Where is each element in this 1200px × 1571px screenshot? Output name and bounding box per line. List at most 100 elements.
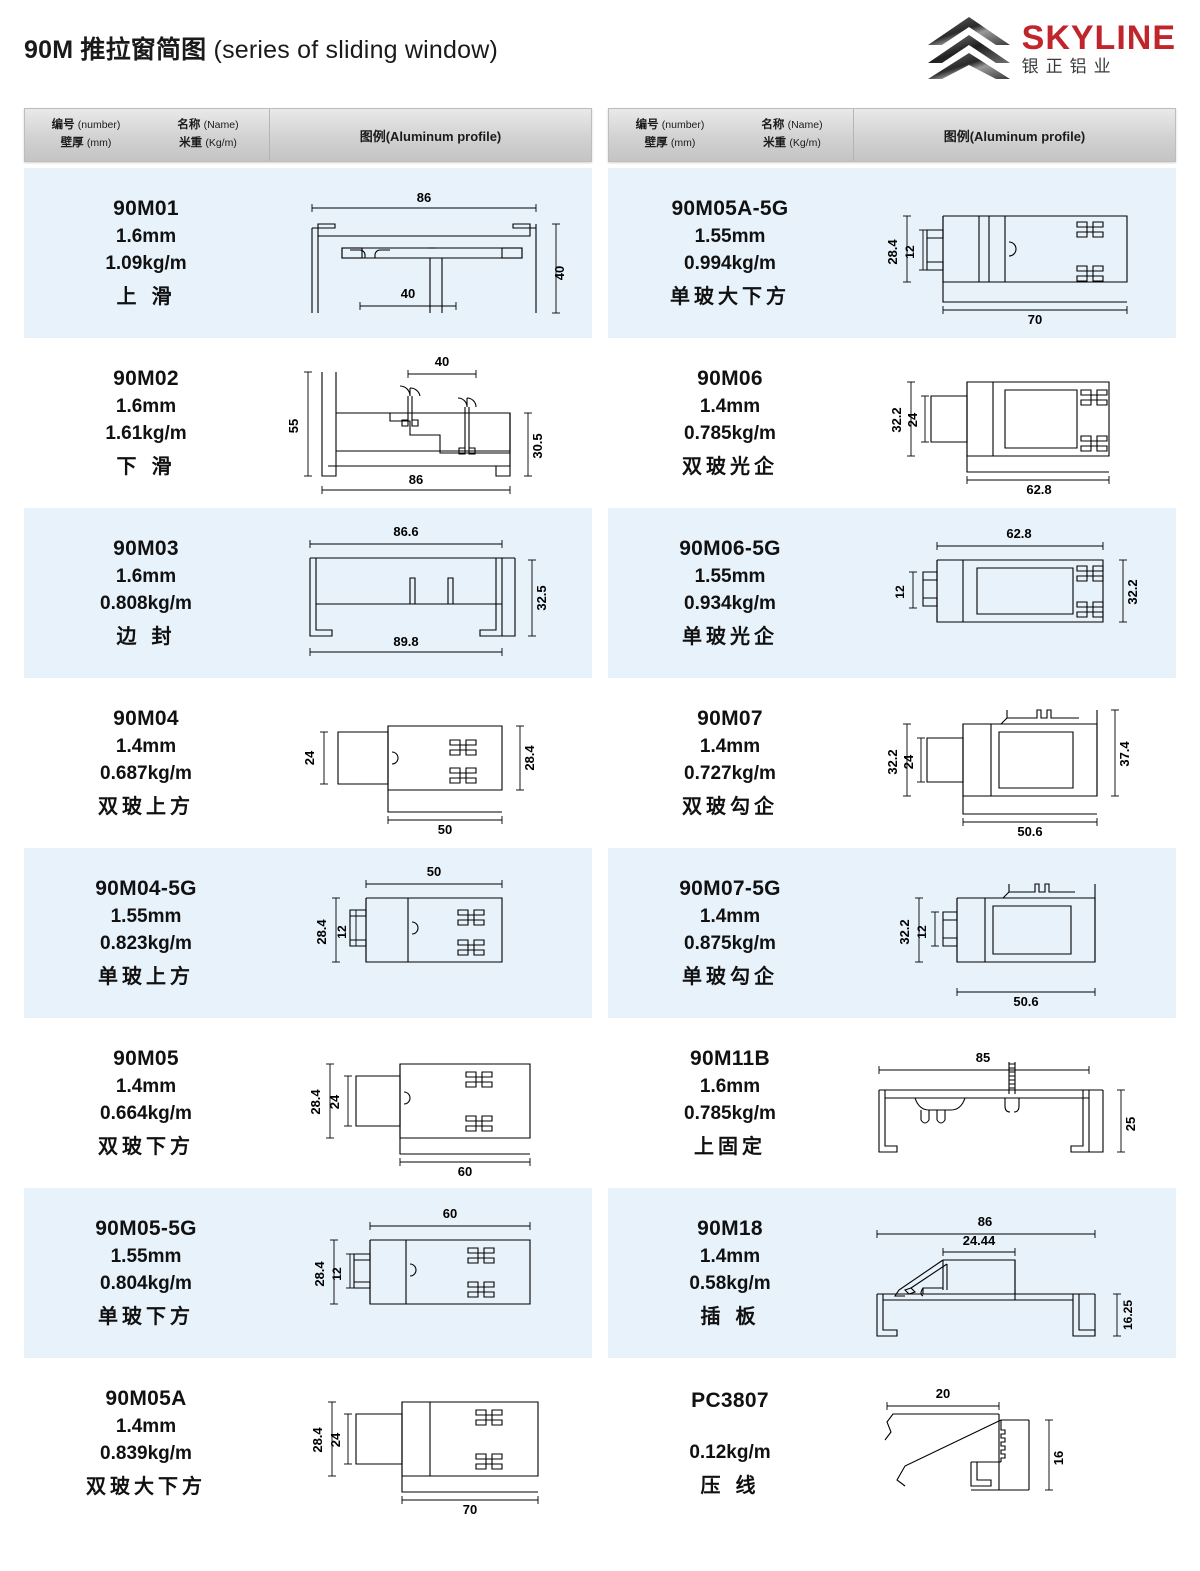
dim-label: 24 <box>302 750 317 765</box>
profile-drawing-90m11b: 85 25 <box>878 1050 1138 1153</box>
dim-label: 50 <box>427 864 441 879</box>
profile-weight: 0.687kg/m <box>100 763 192 784</box>
profile-thickness: 1.4mm <box>699 906 761 927</box>
page-header: 90M 推拉窗简图 (series of sliding window) <box>0 0 1200 96</box>
profile-drawing-90m18: 86 24.44 16.25 <box>876 1214 1135 1337</box>
dim-label: 86 <box>978 1214 992 1229</box>
dim-label: 60 <box>443 1206 457 1221</box>
table-header-right: 编号 (number) 名称 (Name) 壁厚 (mm) <box>608 108 1176 162</box>
profile-ident: 90M05A-5G 1.55mm 0.994kg/m 单玻大下方 <box>608 168 852 338</box>
profile-ident: 90M05A 1.4mm 0.839kg/m 双玻大下方 <box>24 1358 268 1528</box>
profile-ident: 90M07 1.4mm 0.727kg/m 双玻勾企 <box>608 678 852 848</box>
profile-thickness: 1.4mm <box>699 1246 761 1267</box>
header-number-en: (number) <box>661 119 705 132</box>
profile-figure: 32.2 24 37.4 50.6 <box>852 678 1176 848</box>
page-title-en: (series of sliding window) <box>213 36 499 64</box>
profile-weight: 0.804kg/m <box>100 1273 192 1294</box>
profile-ident: 90M04 1.4mm 0.687kg/m 双玻上方 <box>24 678 268 848</box>
dim-label: 50.6 <box>1017 824 1042 838</box>
profile-thickness: 1.55mm <box>110 1246 182 1267</box>
profile-thickness: 1.55mm <box>694 226 766 247</box>
profile-name: 双玻光企 <box>682 454 778 478</box>
profile-name: 上固定 <box>694 1134 766 1158</box>
header-weight: 米重 (Kg/m) <box>147 135 269 153</box>
dim-label: 55 <box>286 419 301 433</box>
dim-label: 86 <box>409 472 423 487</box>
profile-ident: 90M04-5G 1.55mm 0.823kg/m 单玻上方 <box>24 848 268 1018</box>
profile-code: 90M06 <box>697 367 763 390</box>
profile-name: 插 板 <box>700 1304 760 1328</box>
profile-thickness: 1.4mm <box>699 736 761 757</box>
table-row: 90M04-5G 1.55mm 0.823kg/m 单玻上方 <box>24 848 592 1018</box>
profile-name: 双玻大下方 <box>86 1474 206 1498</box>
profile-figure: 86.6 32.5 89.8 <box>268 508 592 678</box>
header-weight-en: (Kg/m) <box>205 137 237 149</box>
profile-drawing-90m07: 32.2 24 37.4 50.6 <box>885 709 1132 838</box>
profile-code: 90M05-5G <box>95 1217 197 1240</box>
profile-figure: 28.4 12 60 <box>268 1188 592 1358</box>
header-thickness-en: (mm) <box>86 137 112 149</box>
profile-name: 双玻勾企 <box>682 794 778 818</box>
profile-weight: 0.785kg/m <box>684 423 776 444</box>
header-number-cn: 编号 <box>635 119 659 132</box>
table-row: 90M03 1.6mm 0.808kg/m 边 封 <box>24 508 592 678</box>
dim-label: 86 <box>417 190 431 205</box>
profile-name: 上 滑 <box>116 284 176 308</box>
profile-ident: 90M03 1.6mm 0.808kg/m 边 封 <box>24 508 268 678</box>
table-column-left: 编号 (number) 名称 (Name) 壁厚 (mm) <box>24 108 600 1528</box>
header-number: 编号 (number) <box>609 117 731 135</box>
dim-label: 28.4 <box>522 745 537 771</box>
profile-code: 90M02 <box>113 367 179 390</box>
profile-code: 90M04-5G <box>95 877 197 900</box>
dim-label: 85 <box>976 1050 990 1065</box>
profile-figure: 86 24.44 16.25 <box>852 1188 1176 1358</box>
dim-label: 60 <box>458 1164 472 1178</box>
header-number-cn: 编号 <box>51 119 75 132</box>
profile-weight: 0.839kg/m <box>100 1443 192 1464</box>
profile-code: 90M11B <box>689 1047 771 1070</box>
header-name-en: (Name) <box>787 119 823 132</box>
profile-thickness: 1.6mm <box>115 396 177 417</box>
dim-label: 50.6 <box>1013 994 1038 1008</box>
dim-label: 40 <box>401 286 415 301</box>
profile-name: 单玻下方 <box>98 1304 194 1328</box>
table-header-left: 编号 (number) 名称 (Name) 壁厚 (mm) <box>24 108 592 162</box>
profile-thickness: 1.6mm <box>699 1076 761 1097</box>
dim-label: 24.44 <box>963 1233 996 1248</box>
profile-ident: 90M07-5G 1.4mm 0.875kg/m 单玻勾企 <box>608 848 852 1018</box>
dim-label: 30.5 <box>530 433 545 458</box>
header-name-en: (Name) <box>203 119 239 132</box>
dim-label: 32.2 <box>885 749 900 774</box>
profile-figure: 28.4 24 70 <box>268 1358 592 1528</box>
profile-thickness: 1.6mm <box>115 226 177 247</box>
table-row: 90M05-5G 1.55mm 0.804kg/m 单玻下方 <box>24 1188 592 1358</box>
profile-drawing-90m06-5g: 62.8 12 32.2 <box>893 526 1140 623</box>
profile-ident: 90M11B 1.6mm 0.785kg/m 上固定 <box>608 1018 852 1188</box>
profile-figure: 32.2 24 62.8 <box>852 338 1176 508</box>
dim-label: 12 <box>330 1267 344 1281</box>
dim-label: 12 <box>335 925 349 939</box>
profile-ident: 90M06 1.4mm 0.785kg/m 双玻光企 <box>608 338 852 508</box>
profile-figure: 32.2 12 50.6 <box>852 848 1176 1018</box>
table-row: 90M04 1.4mm 0.687kg/m 双玻上方 <box>24 678 592 848</box>
dim-label: 70 <box>1028 312 1042 327</box>
profile-drawing-90m05-5g: 28.4 12 60 <box>312 1206 531 1305</box>
header-thickness-cn: 壁厚 <box>60 137 84 149</box>
dim-label: 70 <box>463 1502 477 1517</box>
header-thickness-en: (mm) <box>670 137 696 149</box>
profile-thickness: 1.4mm <box>115 736 177 757</box>
profile-name: 压 线 <box>700 1472 760 1497</box>
profile-thickness: 1.4mm <box>115 1076 177 1097</box>
header-name-cn: 名称 <box>761 119 785 132</box>
profile-weight: 0.12kg/m <box>689 1441 771 1463</box>
header-ident-group: 编号 (number) 名称 (Name) 壁厚 (mm) <box>609 109 854 161</box>
header-number-en: (number) <box>77 119 121 132</box>
page-title-cn: 90M 推拉窗简图 <box>24 36 207 64</box>
table-row: 90M05A-5G 1.55mm 0.994kg/m 单玻大下方 <box>608 168 1176 338</box>
dim-label: 40 <box>435 354 449 369</box>
profile-thickness: 1.4mm <box>115 1416 177 1437</box>
profile-code: 90M07-5G <box>679 877 781 900</box>
dim-label: 32.2 <box>897 919 912 944</box>
brand-logo: SKYLINE 银正铝业 <box>926 15 1176 81</box>
dim-label: 28.4 <box>885 239 900 265</box>
